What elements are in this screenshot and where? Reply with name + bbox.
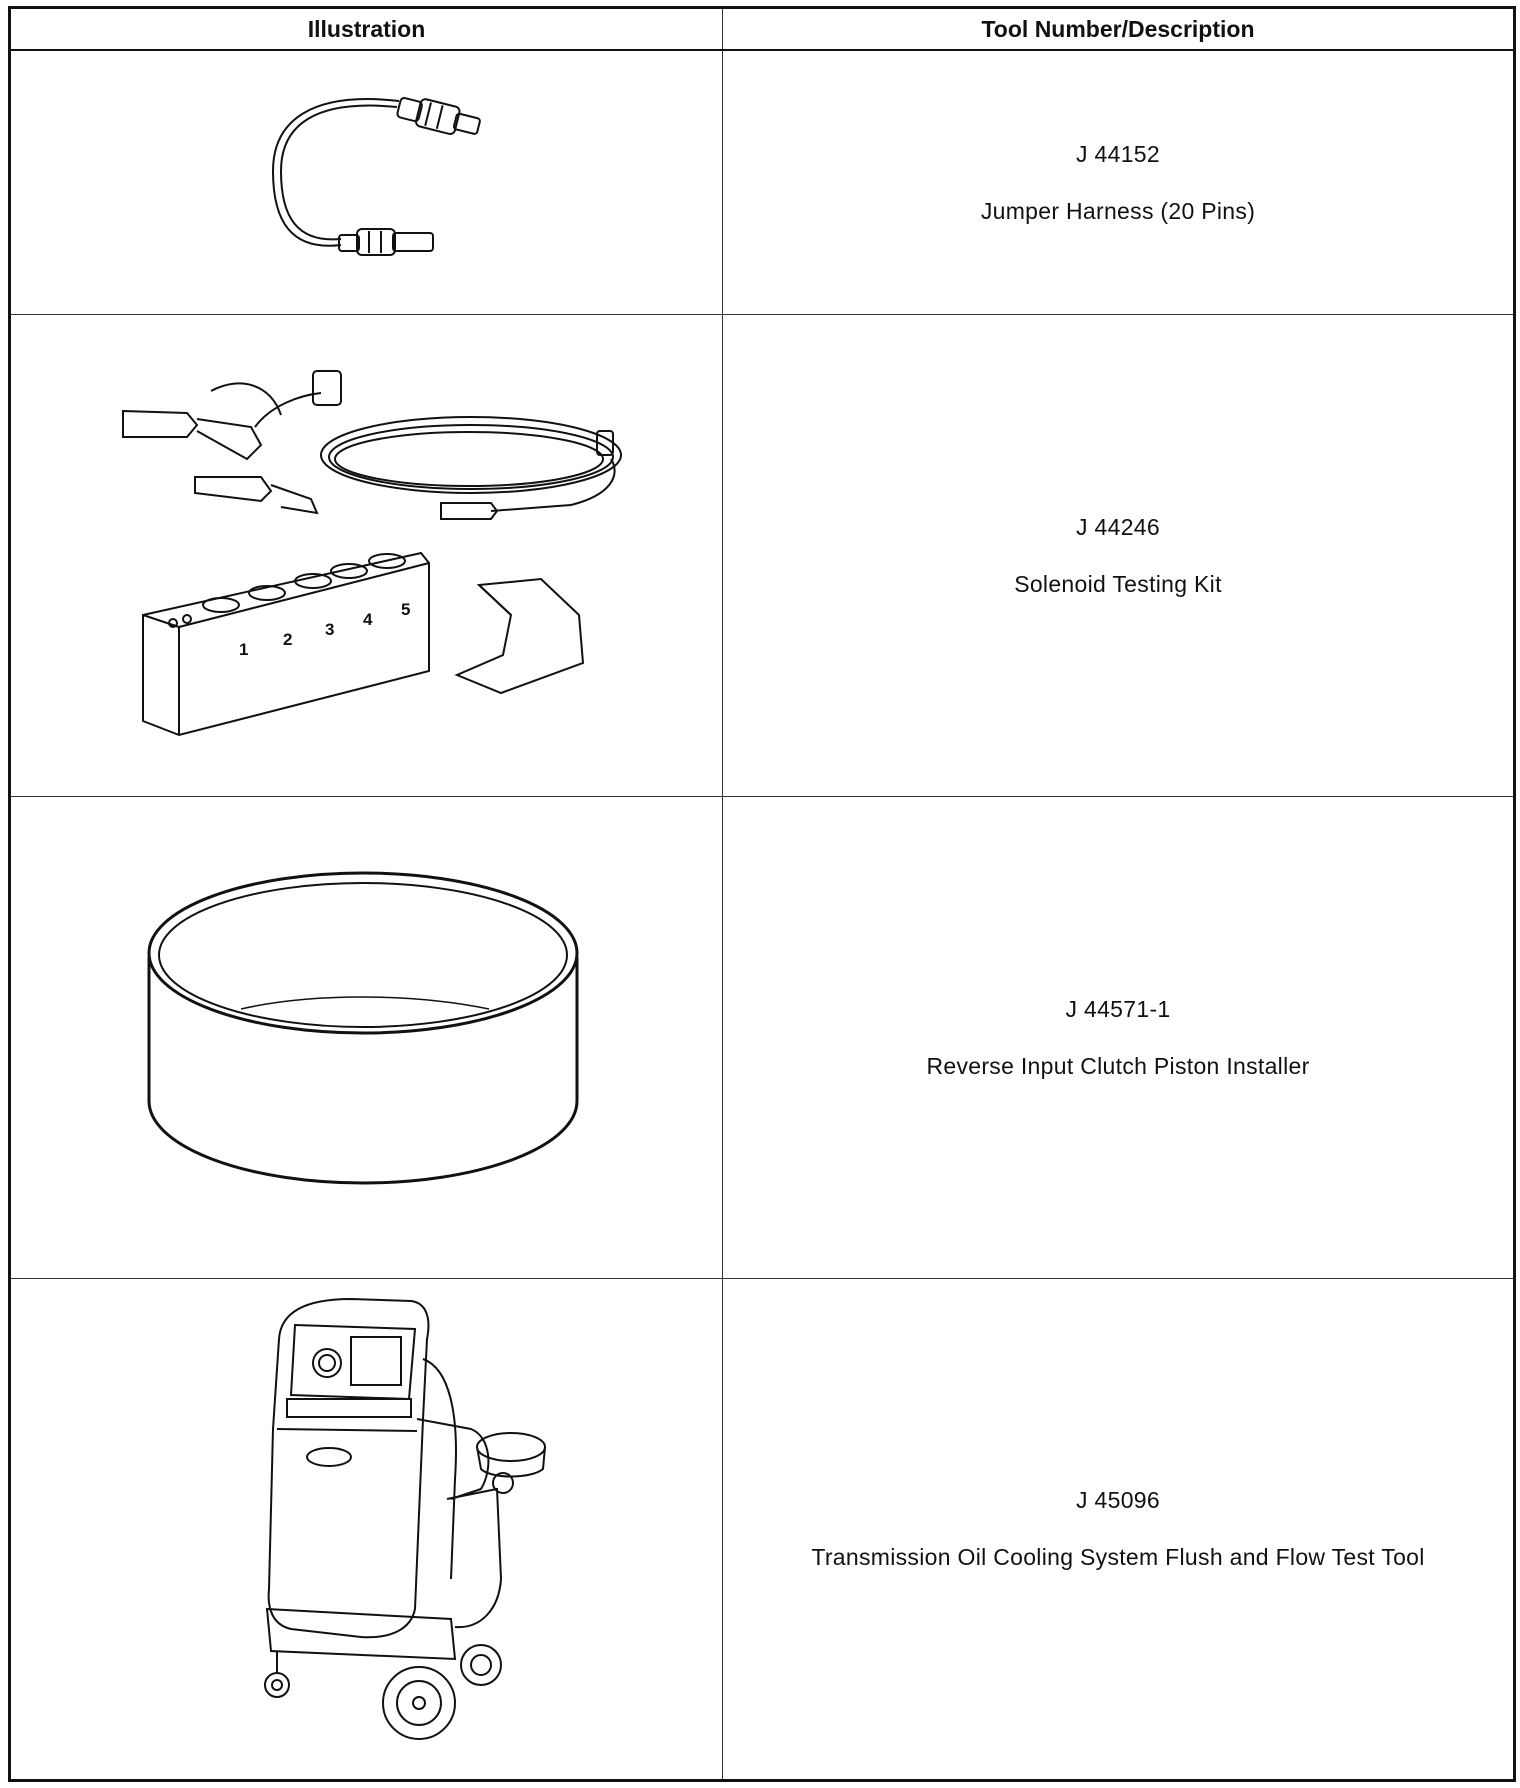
table-row: J 44152 Jumper Harness (20 Pins): [11, 51, 1513, 315]
kit-port-label: 2: [283, 630, 292, 649]
illustration-cell: [11, 797, 723, 1278]
tool-description: Jumper Harness (20 Pins): [980, 197, 1256, 224]
tool-number: J 45096: [1076, 1487, 1160, 1513]
tool-description: Transmission Oil Cooling System Flush an…: [811, 1544, 1425, 1570]
illustration-cell: [11, 1279, 723, 1779]
jumper-harness-icon: [271, 97, 481, 256]
kit-port-label: 4: [363, 610, 373, 629]
header-illustration: Illustration: [11, 9, 723, 49]
description-cell: J 44246 Solenoid Testing Kit: [723, 315, 1513, 796]
tool-description: Reverse Input Clutch Piston Installer: [926, 1052, 1310, 1079]
illustration-cell: 1 2 3 4 5: [11, 315, 723, 796]
header-tool-number-description: Tool Number/Description: [981, 15, 1255, 42]
table-row: J 45096 Transmission Oil Cooling System …: [11, 1279, 1513, 1779]
special-tools-table: Illustration Tool Number/Description: [8, 6, 1516, 1782]
description-cell: J 44571-1 Reverse Input Clutch Piston In…: [723, 797, 1513, 1278]
tool-description: Solenoid Testing Kit: [1014, 570, 1222, 597]
tool-number: J 44152: [1076, 140, 1160, 167]
solenoid-testing-kit-icon: 1 2 3 4 5: [122, 370, 622, 737]
flush-flow-test-machine-icon: [264, 1297, 546, 1740]
tool-number: J 44571-1: [1065, 995, 1171, 1022]
table-row: 1 2 3 4 5 J 44246 Solenoid Testing Kit: [11, 315, 1513, 797]
illustration-cell: [11, 51, 723, 314]
kit-port-label: 5: [401, 600, 410, 619]
description-cell: J 44152 Jumper Harness (20 Pins): [723, 51, 1513, 314]
kit-port-label: 1: [239, 640, 248, 659]
piston-installer-ring-icon: [147, 871, 579, 1185]
tool-number: J 44246: [1076, 513, 1160, 540]
table-row: J 44571-1 Reverse Input Clutch Piston In…: [11, 797, 1513, 1279]
kit-port-label: 3: [325, 620, 334, 639]
table-header-row: Illustration Tool Number/Description: [11, 9, 1513, 51]
description-cell: J 45096 Transmission Oil Cooling System …: [723, 1279, 1513, 1779]
